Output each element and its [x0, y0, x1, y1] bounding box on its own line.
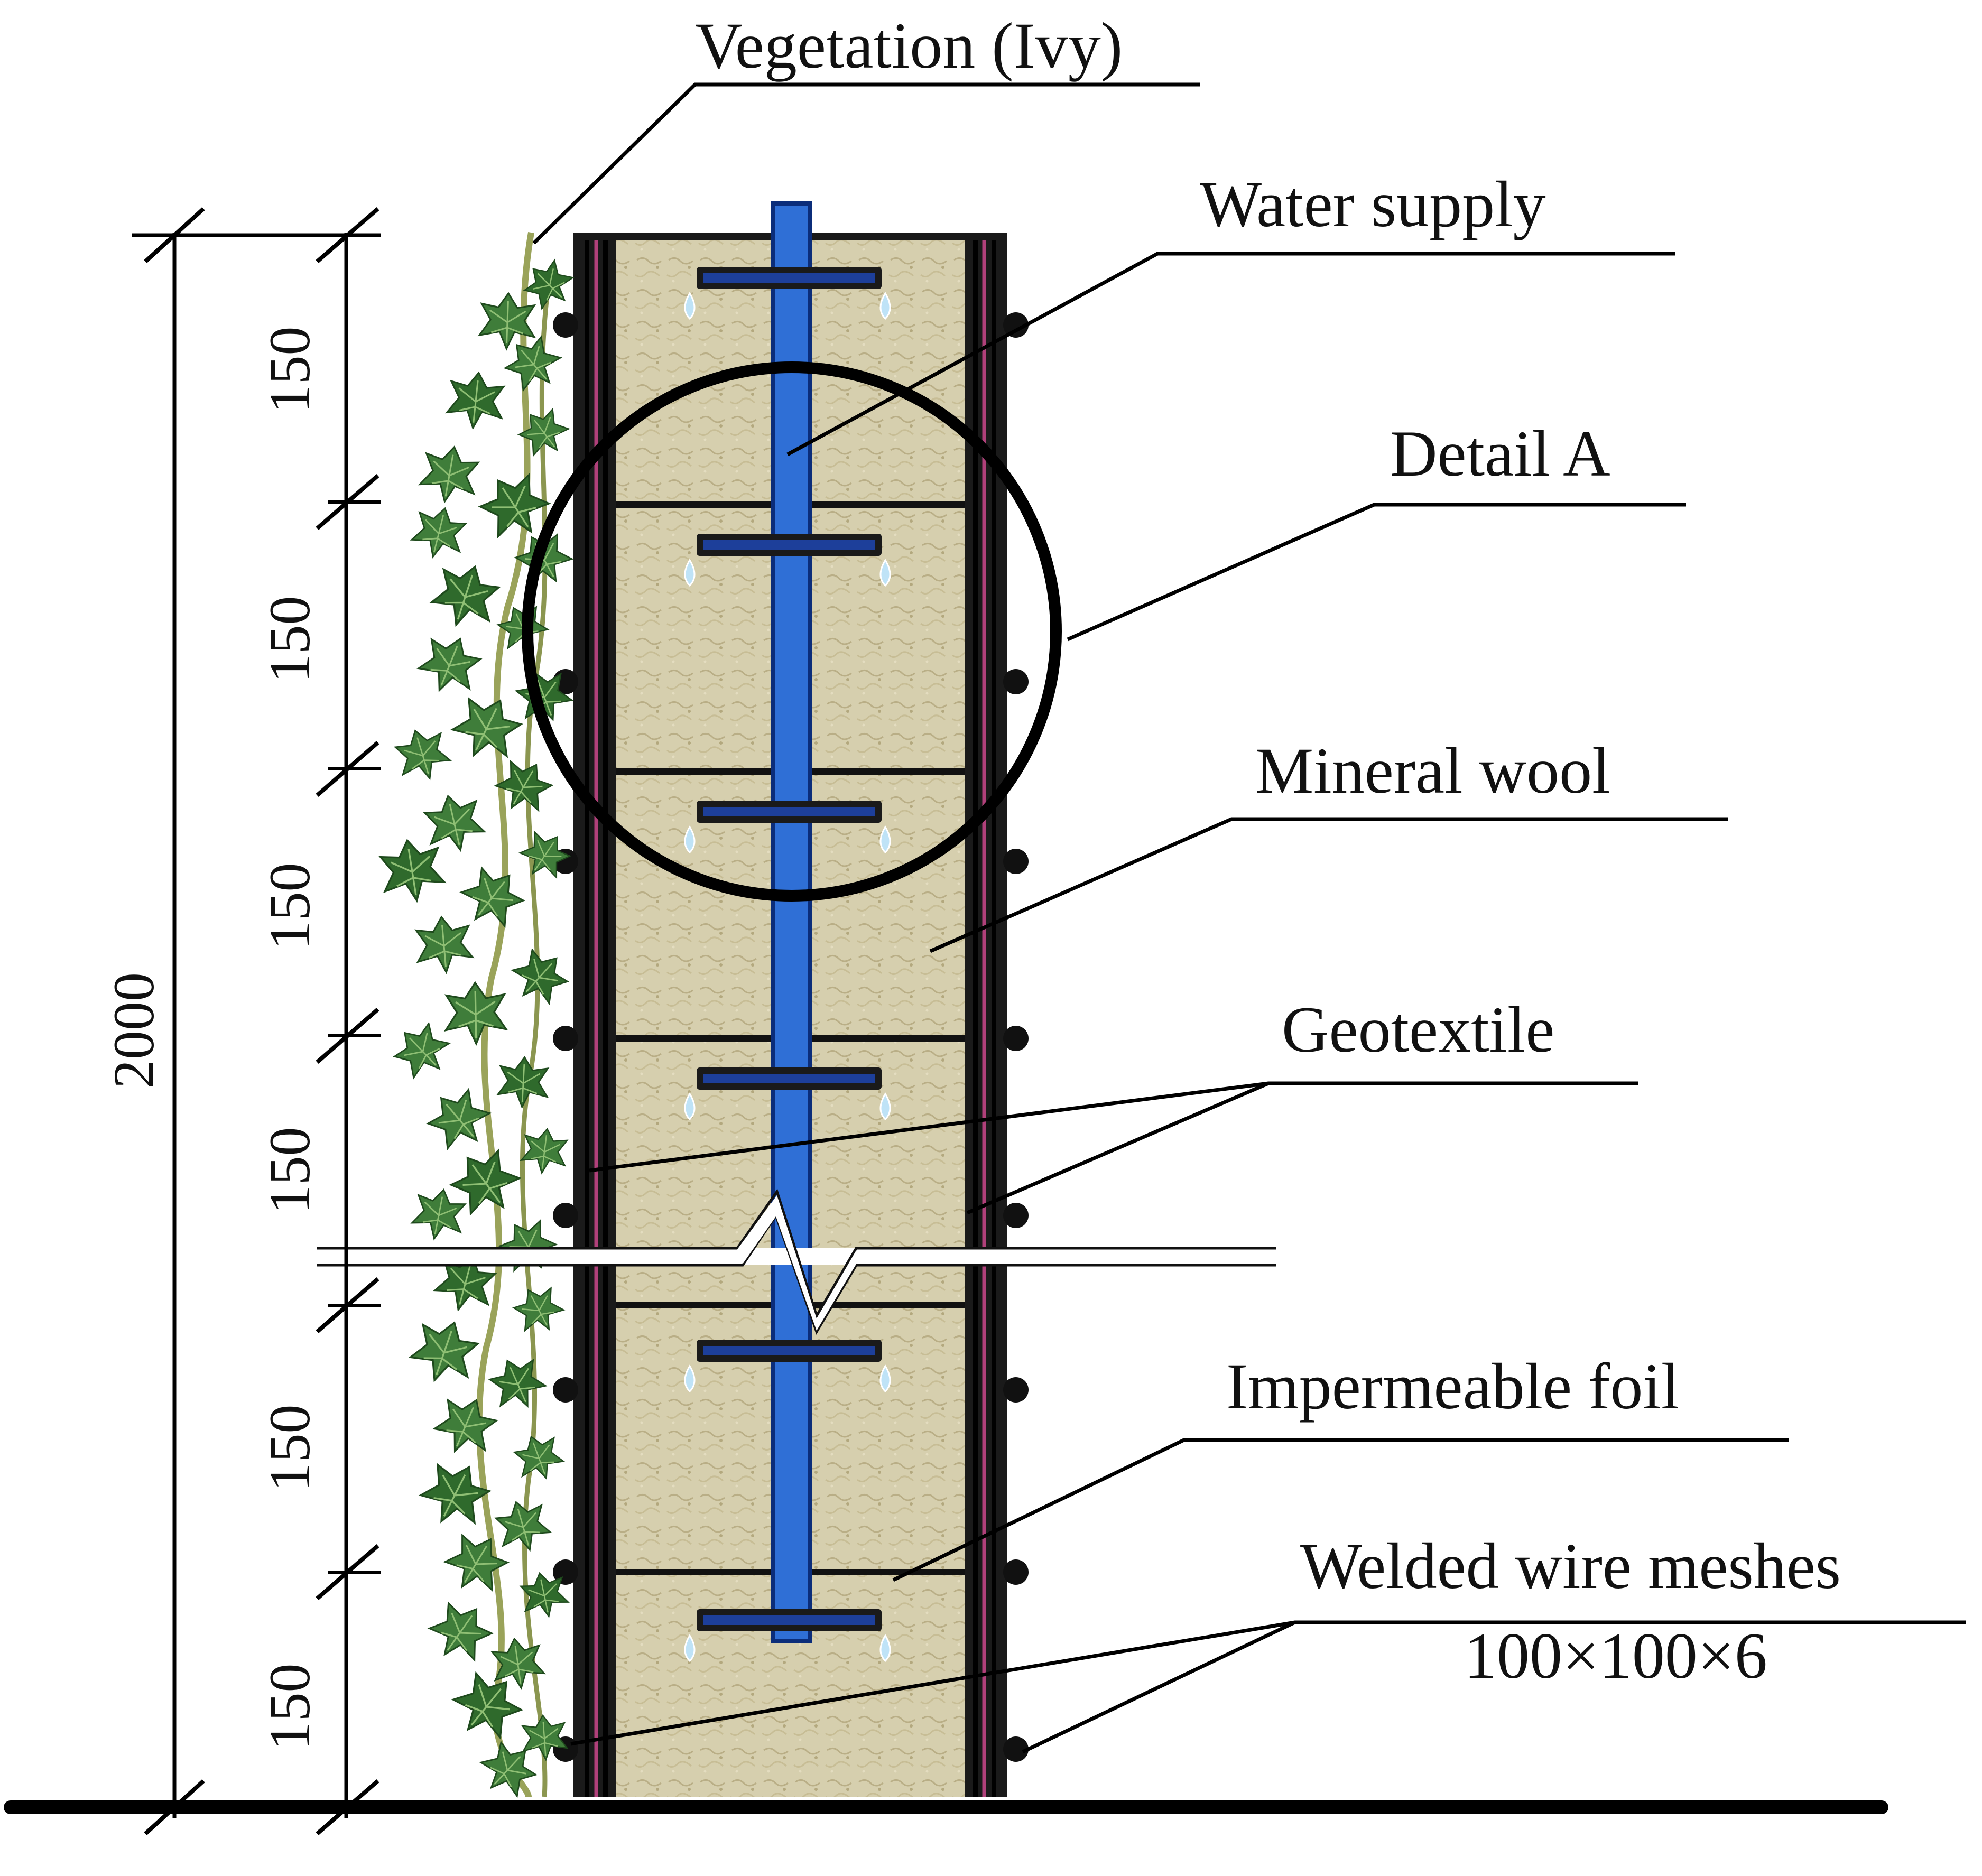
ivy-leaf-icon	[451, 1671, 524, 1740]
ivy-leaf-icon	[418, 1463, 492, 1525]
water-drop-icon	[684, 825, 696, 854]
label-mineral-wool: Mineral wool	[1255, 735, 1610, 807]
label-mesh-spec: 100×100×6	[1464, 1620, 1767, 1692]
drip-emitter	[684, 534, 891, 587]
water-supply-pipe	[771, 201, 812, 1643]
wire-node-icon	[1003, 1203, 1029, 1228]
ivy-leaf-icon	[445, 371, 506, 430]
water-drop-icon	[684, 1634, 696, 1663]
wire-node-icon	[1003, 849, 1029, 874]
dim-segment: 150	[257, 1405, 322, 1492]
dim-segment: 150	[257, 327, 322, 414]
emitter-group	[684, 267, 891, 1663]
dim-segment: 150	[257, 1127, 322, 1214]
ivy-leaf-icon	[479, 1740, 538, 1798]
wire-node-icon	[1003, 669, 1029, 694]
ivy-leaf-icon	[414, 915, 475, 974]
water-drop-icon	[684, 1364, 696, 1393]
ivy-leaf-icon	[410, 1188, 467, 1241]
ivy-leaf-icon	[426, 1088, 492, 1151]
ivy-leaf-icon	[513, 1435, 566, 1480]
water-drop-icon	[879, 1634, 891, 1663]
water-drop-icon	[879, 1364, 891, 1393]
ivy-leaf-icon	[478, 472, 551, 539]
ivy-leaf-icon	[459, 866, 525, 928]
label-detail-a: Detail A	[1390, 417, 1610, 490]
ivy-leaf-icon	[520, 1128, 569, 1175]
ivy-leaf-icon	[393, 729, 452, 781]
callout-leaders	[532, 82, 1966, 1754]
dim-total: 2000	[101, 972, 166, 1089]
wire-mesh-nodes	[553, 312, 1029, 1762]
ivy-leaf-icon	[496, 1056, 550, 1109]
ivy-leaf-icon	[429, 565, 501, 627]
dimension-labels: 2000 150 150 150 150 150 150	[101, 327, 322, 1751]
wire-node-icon	[1003, 1377, 1029, 1403]
wire-node-icon	[1003, 1026, 1029, 1051]
drip-emitter	[684, 1609, 891, 1663]
ivy-leaf-icon	[519, 1572, 570, 1619]
ivy-leaf-icon	[494, 760, 554, 812]
ivy-vegetation	[378, 231, 575, 1798]
label-welded-wire-meshes: Welded wire meshes	[1300, 1530, 1841, 1602]
ivy-leaf-icon	[408, 1321, 480, 1382]
drip-emitter	[684, 1340, 891, 1393]
wire-node-icon	[1003, 1736, 1029, 1762]
ivy-leaf-icon	[432, 1398, 498, 1453]
callout-labels: Vegetation (Ivy) Water supply Detail A M…	[695, 10, 1841, 1692]
dim-segment: 150	[257, 1664, 322, 1751]
wire-node-icon	[1003, 312, 1029, 338]
water-supply-system	[684, 201, 891, 1663]
drip-emitter	[684, 267, 891, 320]
label-vegetation: Vegetation (Ivy)	[695, 10, 1123, 82]
water-drop-icon	[879, 1092, 891, 1121]
water-drop-icon	[879, 825, 891, 854]
dimension-lines	[132, 233, 381, 1818]
ivy-leaf-icon	[423, 794, 487, 852]
ivy-leaf-icon	[416, 637, 483, 692]
ivy-leaf-icon	[511, 948, 570, 1006]
break-line-icon	[317, 1188, 1276, 1335]
wire-node-icon	[553, 1026, 578, 1051]
dim-segment: 150	[257, 863, 322, 950]
ivy-leaf-icon	[477, 292, 536, 351]
ivy-leaf-icon	[427, 1601, 494, 1662]
water-drop-icon	[879, 292, 891, 320]
water-drop-icon	[684, 559, 696, 587]
drip-emitter	[684, 801, 891, 854]
ivy-leaf-icon	[449, 1148, 522, 1216]
ivy-leaf-icon	[488, 1358, 548, 1408]
wire-node-icon	[553, 1203, 578, 1228]
ivy-leaf-icon	[490, 1637, 546, 1690]
ivy-leaf-icon	[418, 445, 480, 504]
ivy-leaf-icon	[450, 696, 523, 758]
water-drop-icon	[684, 292, 696, 320]
ivy-leaf-icon	[517, 407, 570, 457]
ivy-leaf-icon	[378, 839, 447, 903]
wire-node-icon	[553, 312, 578, 338]
ivy-leaf-icon	[518, 831, 572, 879]
water-drop-icon	[879, 559, 891, 587]
water-drop-icon	[684, 1092, 696, 1121]
detail-a-circle	[522, 361, 1062, 902]
dimension-ticks	[144, 207, 381, 1836]
label-geotextile: Geotextile	[1282, 993, 1554, 1066]
wire-node-icon	[553, 1377, 578, 1403]
ivy-leaf-icon	[410, 507, 468, 559]
ivy-leaf-icon	[503, 335, 563, 392]
ivy-leaf-icon	[521, 1714, 569, 1761]
ivy-leaf-icon	[443, 1533, 510, 1592]
dim-segment: 150	[257, 596, 322, 683]
ivy-leaf-icon	[512, 1286, 566, 1332]
label-impermeable-foil: Impermeable foil	[1226, 1350, 1679, 1423]
label-water-supply: Water supply	[1200, 168, 1546, 240]
wire-node-icon	[1003, 1559, 1029, 1585]
ivy-leaf-icon	[443, 981, 508, 1046]
drip-emitter	[684, 1067, 891, 1121]
ivy-leaf-icon	[393, 1021, 451, 1080]
ivy-leaf-icon	[494, 1501, 552, 1552]
ivy-leaf-icon	[523, 258, 575, 311]
